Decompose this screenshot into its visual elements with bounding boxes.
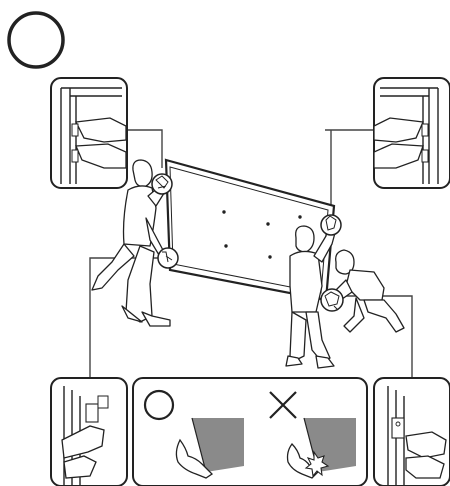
detail-box-bottom-left (51, 378, 127, 486)
right-kneeling-person (330, 250, 404, 332)
ok-circle-icon (9, 13, 63, 67)
detail-box-top-left (51, 78, 127, 188)
detail-box-top-right (374, 78, 450, 188)
ok-ng-comparison-box (133, 378, 367, 486)
detail-box-bottom-right (374, 378, 450, 486)
